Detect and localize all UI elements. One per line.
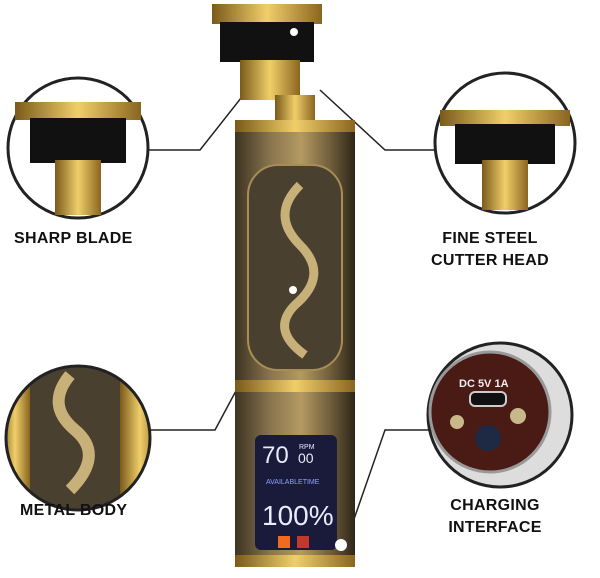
circle-charging-interface: DC 5V 1A [426, 341, 574, 489]
lcd-available-time: AVAILABLETIME [266, 479, 320, 486]
trimmer-head [212, 4, 322, 125]
lcd-rpm-unit: RPM [299, 444, 315, 451]
circle-cutter-head [433, 71, 577, 215]
label-metal-body: METAL BODY [20, 502, 128, 519]
screw-icon [450, 415, 464, 429]
label-line: INTERFACE [448, 519, 542, 536]
label-charging-interface: CHARGING INTERFACE [440, 495, 550, 539]
red-indicator [297, 536, 309, 548]
label-line: CUTTER HEAD [431, 252, 549, 269]
label-line: FINE STEEL [442, 230, 538, 247]
port-rating: DC 5V 1A [459, 378, 509, 390]
usb-c-port [469, 391, 507, 407]
circle-sharp-blade [6, 76, 150, 220]
screw-icon [510, 408, 526, 424]
lcd-battery: 100% [262, 500, 334, 531]
power-button [475, 425, 501, 451]
lcd-display [255, 435, 337, 550]
lcd-rpm-digits: 00 [298, 450, 314, 466]
orange-indicator [278, 536, 290, 548]
dragon-panel [247, 164, 343, 371]
label-fine-steel-cutter-head: FINE STEEL CUTTER HEAD [425, 228, 555, 272]
circle-metal-body [4, 364, 152, 512]
lcd-minutes: 70 [262, 442, 289, 469]
label-sharp-blade: SHARP BLADE [14, 230, 133, 247]
label-line: CHARGING [450, 497, 540, 514]
